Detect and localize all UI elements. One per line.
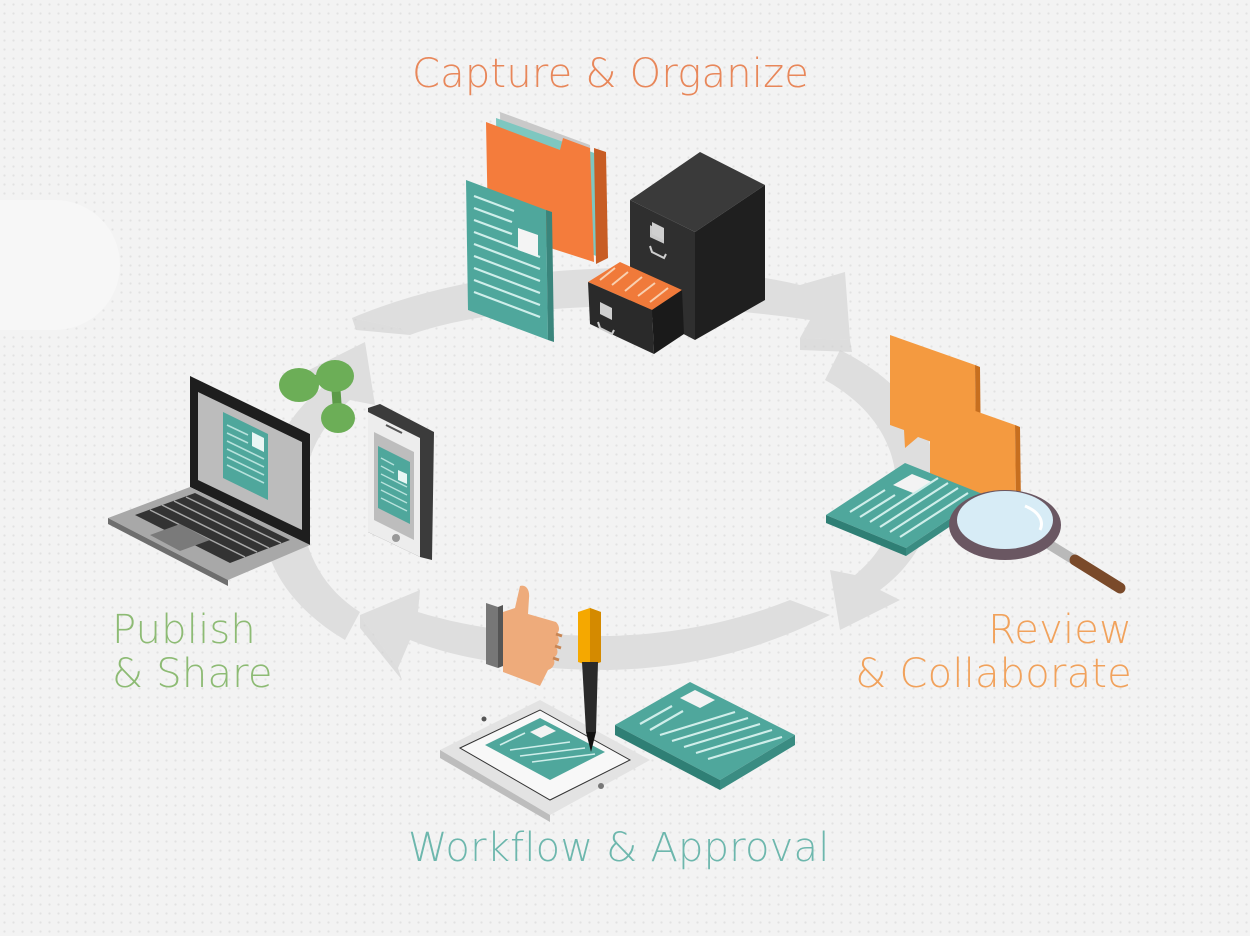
magnifying-glass-icon: [949, 490, 1126, 594]
publish-illustration: [108, 360, 434, 586]
capture-illustration: [466, 112, 765, 354]
share-icon: [279, 360, 355, 433]
review-label-line2: & Collaborate: [855, 651, 1132, 697]
stage-label-capture-organize: Capture & Organize: [412, 51, 810, 97]
publish-label-line2: & Share: [112, 651, 273, 697]
teal-document-icon: [466, 180, 554, 342]
pen-icon: [578, 608, 601, 752]
review-illustration: [826, 335, 1126, 594]
tablet-icon: [440, 700, 650, 822]
filing-cabinet-icon: [588, 152, 765, 354]
background-shape: [0, 200, 120, 330]
workflow-illustration: [440, 585, 795, 822]
arrow-bottom: [360, 590, 830, 670]
thumbs-up-icon: [486, 585, 563, 686]
stage-label-review-collaborate: Review & Collaborate: [855, 608, 1132, 696]
laptop-icon: [108, 376, 310, 586]
stage-label-publish-share: Publish & Share: [112, 608, 273, 696]
review-label-line1: Review: [988, 607, 1132, 653]
stage-label-workflow-approval: Workflow & Approval: [408, 825, 830, 871]
arrow-left: [261, 342, 375, 640]
publish-label-line1: Publish: [112, 607, 256, 653]
speech-bubbles-icon: [890, 335, 1021, 515]
teal-document-icon: [615, 682, 795, 790]
smartphone-icon: [368, 404, 434, 560]
